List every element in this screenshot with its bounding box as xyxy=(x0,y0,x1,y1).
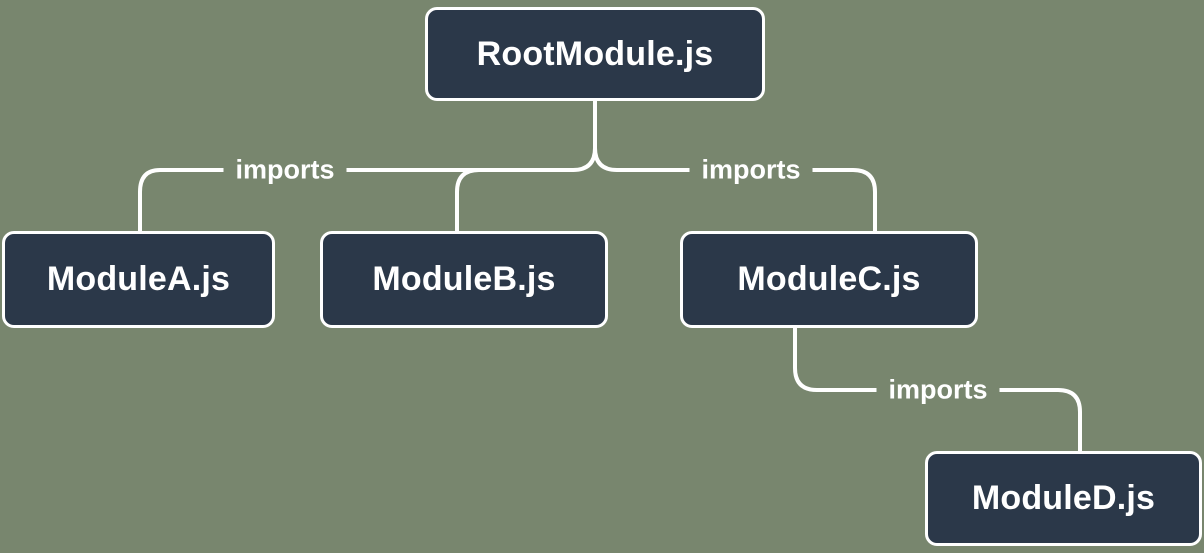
edge-root-moduleA xyxy=(138,99,597,233)
node-module-b: ModuleB.js xyxy=(320,231,608,328)
node-module-d-label: ModuleD.js xyxy=(971,479,1156,517)
node-module-a-label: ModuleA.js xyxy=(46,260,231,298)
edge-label-imports-bottom: imports xyxy=(876,372,1000,408)
node-module-a: ModuleA.js xyxy=(2,231,275,328)
edge-label-imports-left: imports xyxy=(223,152,347,188)
edge-label-imports-right: imports xyxy=(689,152,813,188)
node-module-b-label: ModuleB.js xyxy=(372,260,556,298)
node-module-d: ModuleD.js xyxy=(925,451,1202,546)
node-module-c-label: ModuleC.js xyxy=(737,260,921,298)
edge-root-moduleB xyxy=(455,168,575,233)
node-root-module-label: RootModule.js xyxy=(476,34,714,73)
node-module-c: ModuleC.js xyxy=(680,231,978,328)
node-root-module: RootModule.js xyxy=(425,7,765,101)
